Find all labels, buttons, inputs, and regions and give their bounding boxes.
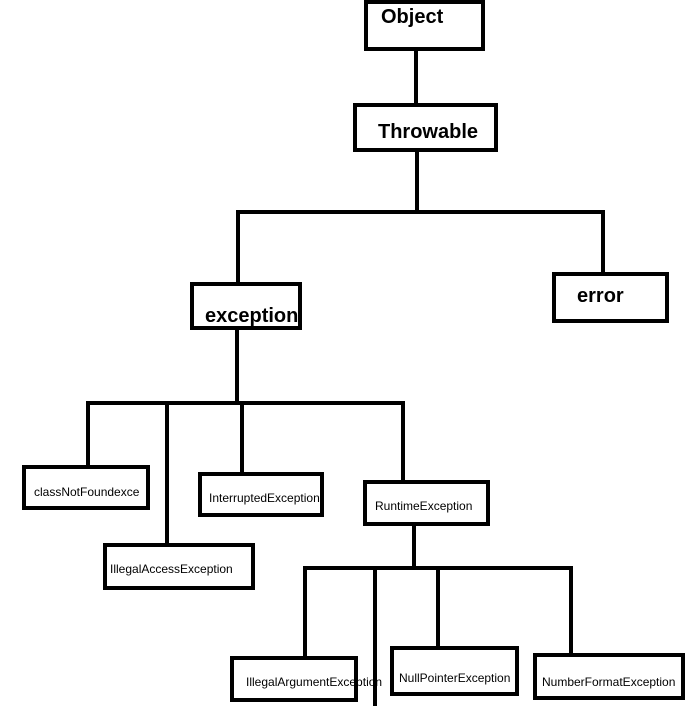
- node-illegal-argument: IllegalArgumentException: [230, 656, 382, 702]
- node-number-format: NumberFormatException: [533, 653, 685, 700]
- node-object: Object: [364, 0, 485, 51]
- node-illegal-argument-label: IllegalArgumentException: [246, 675, 383, 689]
- node-throwable-label: Throwable: [378, 121, 479, 143]
- node-interrupted-label: InterruptedException: [209, 491, 320, 505]
- node-class-not-found-label: classNotFoundexce: [34, 485, 140, 499]
- node-illegal-access-label: IllegalAccessException: [110, 562, 233, 576]
- node-throwable: Throwable: [353, 103, 498, 152]
- node-object-label: Object: [381, 6, 444, 28]
- node-null-pointer: NullPointerException: [390, 646, 519, 696]
- node-illegal-access: IllegalAccessException: [103, 543, 255, 590]
- node-class-not-found: classNotFoundexce: [22, 465, 150, 510]
- node-number-format-label: NumberFormatException: [542, 675, 676, 689]
- node-error: error: [552, 272, 669, 323]
- node-null-pointer-label: NullPointerException: [399, 671, 511, 685]
- node-exception: exception: [190, 282, 302, 330]
- node-interrupted: InterruptedException: [198, 472, 324, 517]
- node-exception-label: exception: [205, 305, 299, 327]
- node-error-label: error: [577, 285, 624, 307]
- node-runtime-label: RuntimeException: [375, 499, 473, 513]
- node-runtime: RuntimeException: [363, 480, 490, 526]
- illegal-argument-overlap-line: [373, 660, 377, 706]
